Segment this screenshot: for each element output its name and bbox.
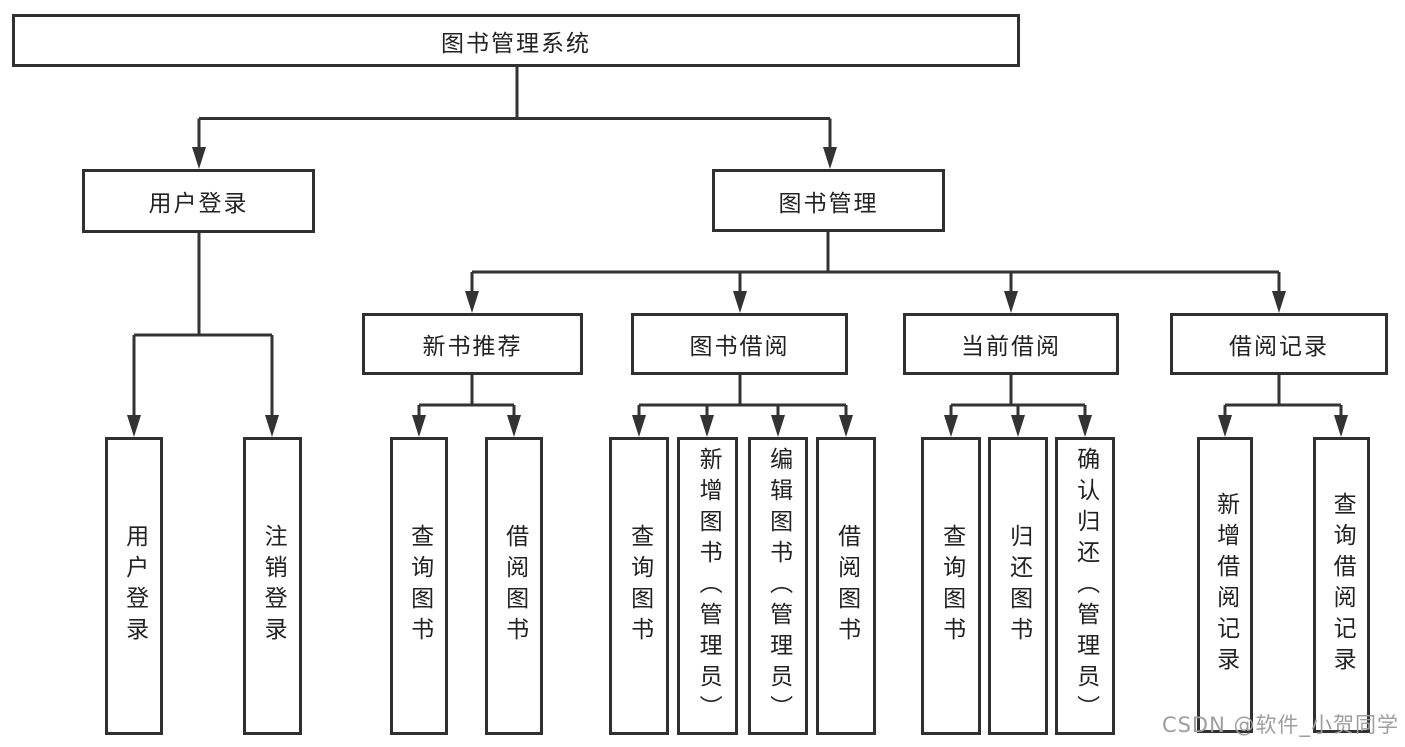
leaf-confirm-return-admin: 确认归还（管理员） (1055, 437, 1115, 735)
arrowheads (127, 147, 1348, 437)
leaf-add-borrow-record: 新增借阅记录 (1197, 437, 1253, 733)
node-book-management-branch: 图书管理 (712, 169, 945, 232)
connector-user-login-rail (132, 233, 274, 418)
node-new-book-recommend: 新书推荐 (362, 313, 583, 375)
leaf-borrow-books: 借阅图书 (816, 437, 876, 735)
node-user-login-branch: 用户登录 (82, 169, 315, 233)
node-borrow-record: 借阅记录 (1170, 313, 1388, 375)
leaf-query-books-recommend: 查询图书 (390, 437, 448, 735)
leaf-query-books-current: 查询图书 (921, 437, 981, 735)
watermark-text: CSDN @软件_小贺同学 (1161, 713, 1399, 737)
connector-book-management-rail (470, 232, 1281, 296)
connector-new-book-rail (417, 375, 516, 418)
leaf-return-books: 归还图书 (988, 437, 1048, 735)
connector-borrow-record-rail (1223, 375, 1343, 418)
leaf-logout: 注销登录 (243, 437, 302, 735)
node-book-borrow: 图书借阅 (631, 313, 848, 375)
node-current-borrow: 当前借阅 (903, 313, 1119, 375)
leaf-query-books-borrow: 查询图书 (609, 437, 669, 735)
connector-book-borrow-rail (637, 375, 848, 418)
leaf-query-borrow-record: 查询借阅记录 (1313, 437, 1370, 733)
leaf-user-login: 用户登录 (105, 437, 163, 735)
connector-current-borrow-rail (949, 375, 1087, 418)
connector-level2-rail (197, 117, 832, 150)
node-library-management-system: 图书管理系统 (12, 14, 1020, 67)
leaf-add-books-admin: 新增图书（管理员） (677, 437, 738, 735)
leaf-edit-books-admin: 编辑图书（管理员） (748, 437, 808, 735)
leaf-borrow-books-recommend: 借阅图书 (485, 437, 543, 735)
